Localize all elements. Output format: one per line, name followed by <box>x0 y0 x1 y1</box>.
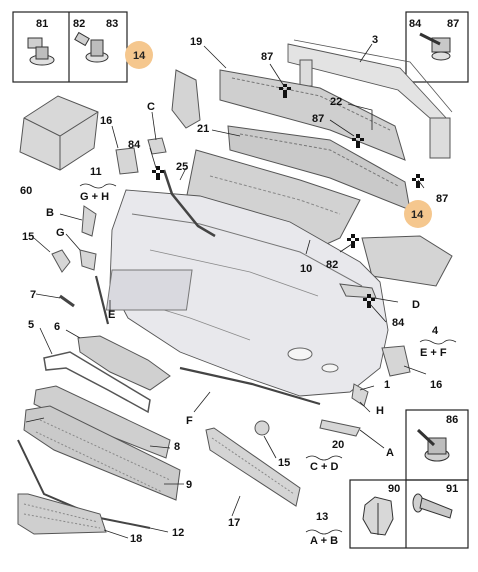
part-a-bracket <box>319 419 361 437</box>
label-b: B <box>46 207 54 219</box>
label-87-top: 87 <box>261 51 273 63</box>
label-20: 20 <box>332 439 344 451</box>
label-a: A <box>386 447 394 459</box>
label-81: 81 <box>36 18 48 30</box>
label-91: 91 <box>446 483 458 495</box>
label-a-b: A + B <box>310 535 338 547</box>
part-5-chrome-trim <box>43 351 151 414</box>
label-83: 83 <box>106 18 118 30</box>
label-7: 7 <box>30 289 36 301</box>
label-c: C <box>147 101 155 113</box>
label-82-mid: 82 <box>326 259 338 271</box>
label-e: E <box>108 309 115 321</box>
part-25-strip <box>162 169 216 238</box>
part-60-component-box <box>19 95 99 171</box>
fastener-box-84-87 <box>405 11 469 83</box>
label-13: 13 <box>316 511 328 523</box>
part-15-sensor <box>254 420 270 436</box>
label-8: 8 <box>174 441 180 453</box>
label-4: 4 <box>432 325 439 337</box>
leader-lines <box>25 43 427 539</box>
label-3: 3 <box>372 34 378 46</box>
label-11: 11 <box>90 166 102 178</box>
part-h-bracket <box>351 383 369 407</box>
part-16-right-bracket <box>381 345 411 377</box>
label-g: G <box>56 227 65 239</box>
part-e-strip <box>94 275 110 325</box>
label-c-d: C + D <box>310 461 338 473</box>
label-84-box: 84 <box>409 18 422 30</box>
label-12: 12 <box>172 527 184 539</box>
label-19: 19 <box>190 36 202 48</box>
label-14-left: 14 <box>133 50 146 62</box>
label-5: 5 <box>28 319 34 331</box>
part-b-bracket <box>81 205 97 237</box>
part-1-bumper-cover <box>105 189 389 397</box>
label-16-left: 16 <box>100 115 112 127</box>
part-16-left-bracket <box>115 147 139 175</box>
label-g-h: G + H <box>80 191 109 203</box>
label-21: 21 <box>197 123 209 135</box>
part-14-left-bracket <box>171 69 201 129</box>
highlight-14-left <box>125 41 153 69</box>
part-9-lower-grille <box>23 405 181 501</box>
label-6: 6 <box>54 321 60 333</box>
highlight-14-right <box>404 200 432 228</box>
label-9: 9 <box>186 479 192 491</box>
label-60: 60 <box>20 185 32 197</box>
part-14-right-bracket <box>361 235 453 287</box>
label-84-left: 84 <box>128 139 141 151</box>
label-10: 10 <box>300 263 312 275</box>
label-18: 18 <box>130 533 142 545</box>
part-18-fog-grille <box>17 493 107 535</box>
label-e-f: E + F <box>420 347 447 359</box>
label-87-box: 87 <box>447 18 459 30</box>
cross-markers <box>152 84 424 308</box>
label-87-mid: 87 <box>312 113 324 125</box>
label-90: 90 <box>388 483 400 495</box>
part-g-bracket <box>79 249 97 271</box>
group-braces <box>79 183 457 535</box>
label-d: D <box>412 299 420 311</box>
label-15-center: 15 <box>278 457 290 469</box>
label-22: 22 <box>330 96 342 108</box>
part-8-grille-frame <box>33 385 171 459</box>
fastener-box-86-91 <box>349 409 469 549</box>
label-h: H <box>376 405 384 417</box>
label-1: 1 <box>384 379 390 391</box>
label-16-right: 16 <box>430 379 442 391</box>
label-82: 82 <box>73 18 85 30</box>
part-f-strip <box>179 366 321 406</box>
label-25: 25 <box>176 161 188 173</box>
part-15-bracket <box>51 249 71 273</box>
part-7-clip <box>59 294 75 308</box>
part-6-upper-grille <box>77 335 171 391</box>
label-86: 86 <box>446 414 458 426</box>
label-87-right: 87 <box>436 193 448 205</box>
label-17: 17 <box>228 517 240 529</box>
label-84-right: 84 <box>392 317 405 329</box>
fastener-box-81-83 <box>12 11 128 83</box>
label-f: F <box>186 415 193 427</box>
label-15-left: 15 <box>22 231 34 243</box>
part-17-center-grille <box>205 427 301 507</box>
part-3-reinforcement-bar <box>287 39 453 159</box>
label-14-right: 14 <box>411 209 424 221</box>
